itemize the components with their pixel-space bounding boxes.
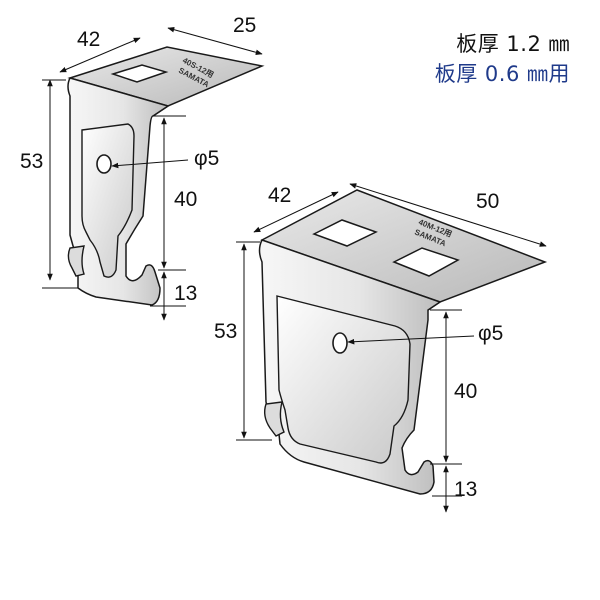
large-dimensions (236, 183, 547, 513)
small-hole-label: φ5 (194, 147, 219, 170)
small-hook-span-label: 40 (174, 188, 197, 211)
small-hook-tip-label: 13 (174, 282, 197, 305)
small-hole-leader (111, 159, 189, 169)
small-hook (67, 245, 85, 277)
large-width-dim-line (253, 191, 339, 233)
large-depth-dim-line (349, 183, 547, 247)
small-height-label: 53 (20, 150, 43, 173)
large-hook (263, 401, 285, 437)
large-flange-slot-2 (392, 247, 460, 277)
small-hole (96, 154, 112, 174)
large-width-label: 42 (268, 184, 291, 207)
large-hole-leader (347, 335, 475, 345)
large-hole (332, 332, 348, 354)
small-emboss-panel (81, 123, 135, 278)
thickness-note-alt: 板厚 0.6 ㎜用 (434, 62, 570, 86)
large-depth-label: 50 (476, 190, 499, 213)
large-hole-label: φ5 (478, 322, 503, 345)
small-depth-label: 25 (233, 14, 256, 37)
small-bracket: 40S-12用 SAMATA (67, 46, 265, 306)
large-height-label: 53 (214, 320, 237, 343)
small-dimensions (42, 26, 263, 321)
small-width-dim-line (59, 37, 141, 73)
small-depth-dim-line (167, 26, 263, 56)
large-hook-tip-label: 13 (454, 478, 477, 501)
small-width-label: 42 (77, 28, 100, 51)
thickness-note-main: 板厚 1.2 ㎜ (456, 32, 570, 56)
large-hook-span-label: 40 (454, 380, 477, 403)
large-emboss-panel (276, 295, 411, 464)
